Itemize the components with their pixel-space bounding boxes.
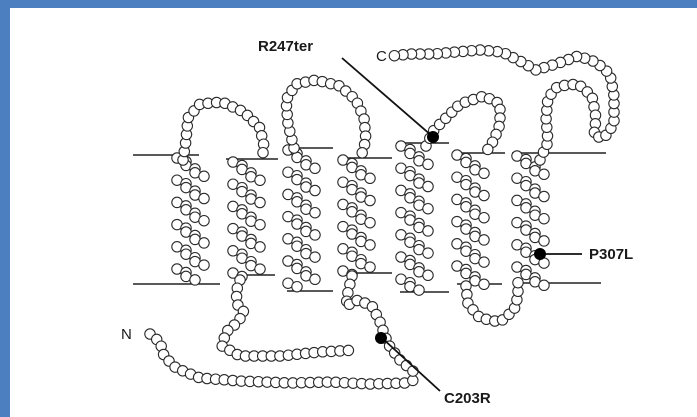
tm-helix-5-residue: [423, 159, 433, 169]
tm-helix-7-residue: [539, 169, 549, 179]
tm-helix-3-residue: [292, 282, 302, 292]
tm-helix-4-residue: [365, 262, 375, 272]
r247ter-label: R247ter: [258, 38, 313, 55]
c-terminal-residue: [389, 51, 399, 61]
tm-helix-5-residue: [423, 181, 433, 191]
tm-helix-7-residue: [539, 191, 549, 201]
tm-helix-5-residue: [423, 204, 433, 214]
extracellular-loop-1-residue: [258, 148, 268, 158]
p307l-mutation-dot: [534, 248, 546, 260]
n-terminus-label: N: [121, 326, 132, 343]
intracellular-loop-2-residue: [408, 366, 418, 376]
tm-helix-4-residue: [365, 173, 375, 183]
tm-helix-6-residue: [479, 279, 489, 289]
tm-helix-7-residue: [539, 214, 549, 224]
tm-helix-7-residue: [539, 280, 549, 290]
p307l-label: P307L: [589, 246, 633, 263]
tm-helix-6-residue: [479, 168, 489, 178]
tm-helix-2-residue: [255, 242, 265, 252]
c203r-mutation-dot: [375, 332, 387, 344]
tm-helix-3-residue: [310, 163, 320, 173]
tm-helix-5-residue: [423, 226, 433, 236]
tm-helix-1-residue: [190, 275, 200, 285]
tm-helix-4-residue: [365, 240, 375, 250]
tm-helix-1-residue: [199, 238, 209, 248]
tm-helix-6-residue: [479, 257, 489, 267]
tm-helix-7-residue: [539, 236, 549, 246]
tm-helix-2-residue: [255, 264, 265, 274]
tm-helix-3-residue: [310, 230, 320, 240]
intracellular-loop-3-residue: [513, 278, 523, 288]
intracellular-loop-1-residue: [343, 345, 353, 355]
extracellular-loop-2-residue: [357, 148, 367, 158]
tm-helix-3-residue: [310, 252, 320, 262]
r247ter-mutation-dot: [427, 131, 439, 143]
tm-helix-3-residue: [310, 208, 320, 218]
c203r-label: C203R: [444, 390, 491, 407]
tm-helix-2-residue: [255, 197, 265, 207]
tm-helix-6-residue: [479, 213, 489, 223]
tm-helix-6-residue: [479, 190, 489, 200]
tm-helix-1-residue: [199, 193, 209, 203]
tm-helix-2-residue: [255, 175, 265, 185]
tm-helix-4-residue: [365, 218, 375, 228]
tm-helix-5-residue: [423, 248, 433, 258]
tm-helix-4-residue: [365, 195, 375, 205]
tm-helix-1-residue: [199, 260, 209, 270]
tm-helix-3-residue: [310, 185, 320, 195]
tm-helix-1-residue: [199, 216, 209, 226]
tm-helix-6-residue: [479, 235, 489, 245]
extracellular-loop-3-residue: [483, 144, 493, 154]
tm-helix-3-residue: [310, 274, 320, 284]
c-terminus-label: C: [376, 48, 387, 65]
tm-helix-5-residue: [414, 285, 424, 295]
tm-helix-2-residue: [255, 220, 265, 230]
tm-helix-5-residue: [423, 270, 433, 280]
tm-helix-1-residue: [199, 171, 209, 181]
